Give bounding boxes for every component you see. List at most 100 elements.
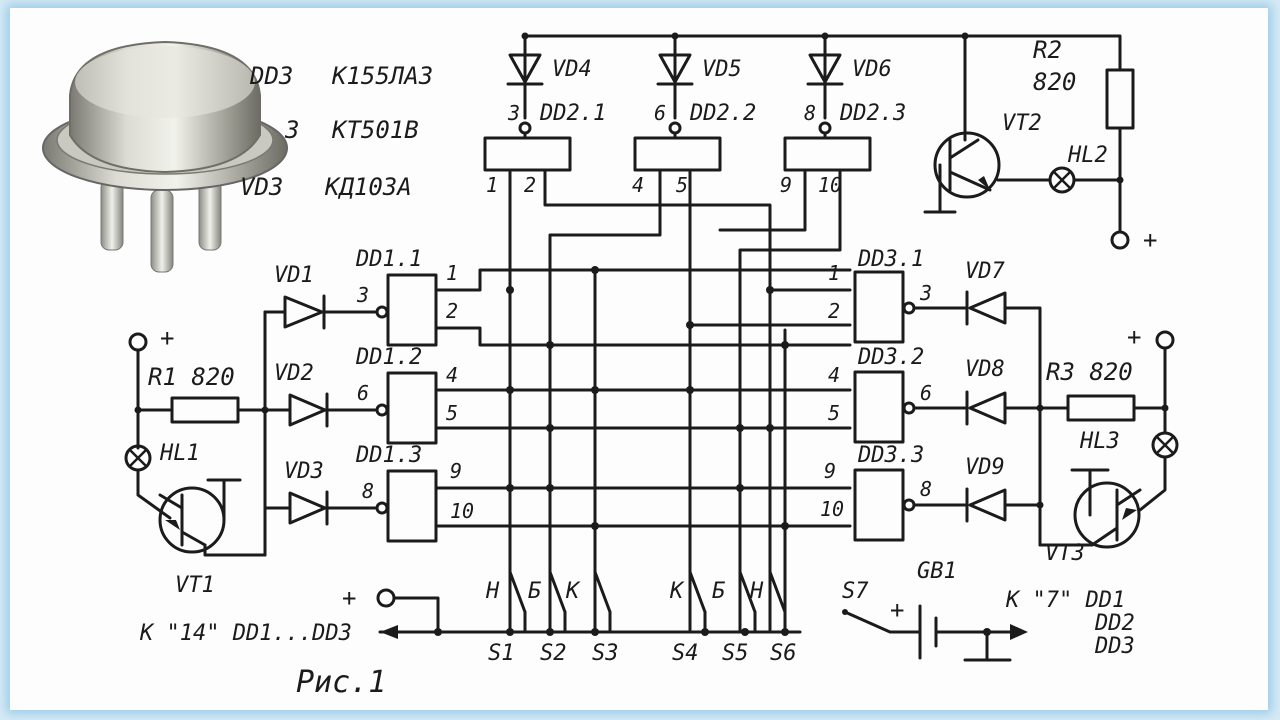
bottom-section: + К "14" DD1...DD3 Н Б К К Б Н S1 S2 S3 … [139, 559, 1135, 666]
right-section: DD3.1 DD3.2 DD3.3 1 2 4 5 9 10 3 6 8 VD7… [820, 247, 1179, 566]
switch-group-right [688, 570, 789, 636]
label-r3: R3 820 [1046, 358, 1133, 386]
transistor-photo [42, 40, 288, 273]
legend-vd-suffix: VD3 [240, 173, 283, 201]
label-vd8: VD8 [965, 357, 1005, 382]
pin-dd3-1-out: 3 [919, 281, 932, 305]
label-s5: S5 [722, 641, 749, 666]
legend-vt-type: КТ501В [331, 116, 419, 144]
label-vd9: VD9 [965, 455, 1005, 480]
label-s4: S4 [672, 641, 699, 666]
label-s6: S6 [770, 641, 797, 666]
switch-group-left [506, 570, 612, 636]
switch-n-right: Н [749, 579, 764, 604]
switch-n-left: Н [485, 579, 500, 604]
pin-dd2-3-out: 8 [804, 101, 816, 125]
pin-dd3-3-in1: 9 [824, 459, 836, 483]
pin-dd3-3-out: 8 [920, 477, 932, 501]
left-section: + R1 820 HL1 VT1 VD1 VD2 VD3 [124, 247, 852, 598]
right-plus: + [1127, 323, 1141, 351]
label-r2-value: 820 [1033, 68, 1076, 96]
legend-dd3: DD3 [249, 62, 293, 90]
pin-dd1-2-in2: 5 [446, 401, 458, 425]
label-vd2: VD2 [274, 361, 314, 386]
label-gb1: GB1 [917, 559, 957, 584]
label-vd7: VD7 [965, 259, 1005, 284]
label-vd3: VD3 [284, 459, 324, 484]
switch-k-left: К [565, 579, 581, 604]
legend-dd3-type: К155ЛА3 [331, 62, 433, 90]
switch-k-right: К [669, 579, 685, 604]
gate-dd2-1 [483, 136, 572, 172]
label-dd3-1: DD3.1 [857, 247, 924, 272]
label-vd6: VD6 [852, 57, 892, 82]
minus-dd2: DD2 [1094, 611, 1135, 636]
pin-dd2-3-in1: 9 [780, 173, 792, 197]
label-vd4: VD4 [552, 57, 592, 82]
pin-dd1-3-out: 8 [362, 479, 374, 503]
label-dd1-3: DD1.3 [355, 443, 422, 468]
label-dd2-2: DD2.2 [689, 101, 756, 126]
vt2-section: R2 820 VT2 HL2 + [923, 36, 1157, 254]
left-plus: + [160, 324, 174, 352]
pin-dd2-2-in2: 5 [676, 173, 688, 197]
switch-b-right: Б [712, 579, 726, 604]
vt2-plus: + [1143, 226, 1157, 254]
pin-dd1-3-in1: 9 [450, 459, 462, 483]
gate-dd3-3 [853, 468, 905, 542]
pin-dd3-3-in2: 10 [820, 497, 844, 521]
pin-dd3-1-in1: 1 [828, 261, 840, 285]
label-r2: R2 [1033, 36, 1062, 64]
label-s2: S2 [540, 641, 567, 666]
pin-dd3-2-out: 6 [920, 381, 932, 405]
label-s3: S3 [592, 641, 619, 666]
label-dd1-1: DD1.1 [355, 247, 422, 272]
gate-dd1-1 [386, 273, 438, 347]
pin-dd2-1-in2: 2 [524, 173, 536, 197]
label-dd1-2: DD1.2 [355, 345, 422, 370]
battery-plus: + [890, 596, 904, 624]
label-vd1: VD1 [274, 263, 314, 288]
transistor-vt3 [1073, 481, 1141, 549]
pin-dd2-1-in1: 1 [486, 173, 498, 197]
pin-dd3-1-in2: 2 [828, 299, 840, 323]
minus-dd3: DD3 [1094, 634, 1135, 659]
label-hl3: HL3 [1079, 429, 1120, 454]
component-legend: DD3 К155ЛА3 3 КТ501В VD3 КД103А [240, 62, 433, 201]
pin-dd1-2-out: 6 [357, 381, 369, 405]
legend-vd-type: КД103А [324, 173, 412, 201]
supply-plus: + [342, 584, 356, 612]
gate-dd2-3 [783, 136, 872, 172]
top-section: VD4 VD5 VD6 3 DD2.1 6 DD2.2 8 DD2.3 1 2 … [483, 32, 1122, 632]
label-hl1: HL1 [159, 441, 200, 466]
label-dd3-2: DD3.2 [857, 345, 924, 370]
pin-dd2-2-in1: 4 [632, 173, 644, 197]
pin-dd2-3-in2: 10 [818, 173, 842, 197]
label-vd5: VD5 [702, 57, 742, 82]
label-hl2: HL2 [1067, 143, 1108, 168]
pin-dd1-1-out: 3 [356, 283, 369, 307]
pin-dd3-2-in1: 4 [828, 363, 840, 387]
gate-dd3-1 [853, 270, 905, 344]
pin-dd2-2-out: 6 [654, 101, 666, 125]
pin-dd3-2-in2: 5 [828, 401, 840, 425]
label-dd2-3: DD2.3 [839, 101, 906, 126]
supply-note: К "14" DD1...DD3 [139, 621, 352, 646]
label-dd2-1: DD2.1 [539, 101, 606, 126]
label-vt3: VT3 [1045, 541, 1085, 566]
resistor-r3 [1066, 394, 1136, 422]
label-vt2: VT2 [1002, 111, 1042, 136]
transistor-vt2 [933, 131, 1001, 199]
resistor-r1 [170, 396, 240, 424]
label-vt1: VT1 [175, 573, 215, 598]
label-s1: S1 [488, 641, 515, 666]
gate-dd3-2 [853, 370, 905, 444]
label-r1: R1 820 [148, 363, 235, 391]
pin-dd2-1-out: 3 [507, 101, 520, 125]
gate-dd1-3 [386, 469, 438, 543]
gate-dd2-2 [633, 136, 722, 172]
label-dd3-3: DD3.3 [857, 443, 924, 468]
pin-dd1-3-in2: 10 [450, 499, 474, 523]
gate-dd1-2 [386, 371, 438, 445]
